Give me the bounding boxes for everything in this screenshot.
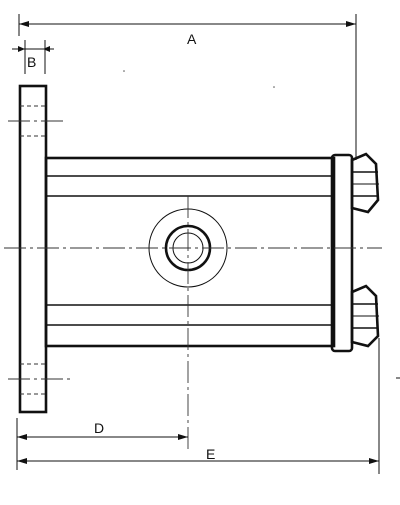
dimension-e-arrow-right xyxy=(369,458,379,464)
end-cover-plate xyxy=(330,153,354,353)
dimension-a: A xyxy=(18,14,357,160)
pump-body xyxy=(44,156,336,348)
hex-nut-top xyxy=(350,152,380,214)
mounting-flange xyxy=(8,84,70,414)
dimension-b-arrow-left xyxy=(18,46,25,52)
dimension-d: D xyxy=(16,418,188,470)
hex-nut-bottom-outline xyxy=(350,284,380,348)
body-outline xyxy=(44,156,336,348)
dimension-a-arrow-right xyxy=(346,21,356,27)
dimension-d-label: D xyxy=(94,420,104,436)
dimension-b-label: B xyxy=(27,54,36,70)
dimension-d-arrow-right xyxy=(178,434,188,440)
dimension-e-label: E xyxy=(206,446,215,462)
dimension-e: E xyxy=(17,338,380,474)
dimension-b: B xyxy=(12,40,54,74)
dimension-d-arrow-left xyxy=(17,434,27,440)
flange-plate xyxy=(18,84,48,414)
scan-dot-2 xyxy=(273,86,275,88)
end-cover xyxy=(330,153,354,353)
hex-nut-top-outline xyxy=(350,152,380,214)
scan-dot-1 xyxy=(123,70,125,72)
dimension-e-arrow-left xyxy=(17,458,27,464)
dimension-a-arrow-left xyxy=(19,21,29,27)
dimension-a-label: A xyxy=(187,31,197,47)
dimension-b-arrow-right xyxy=(43,46,50,52)
hex-nut-bottom xyxy=(350,284,380,348)
